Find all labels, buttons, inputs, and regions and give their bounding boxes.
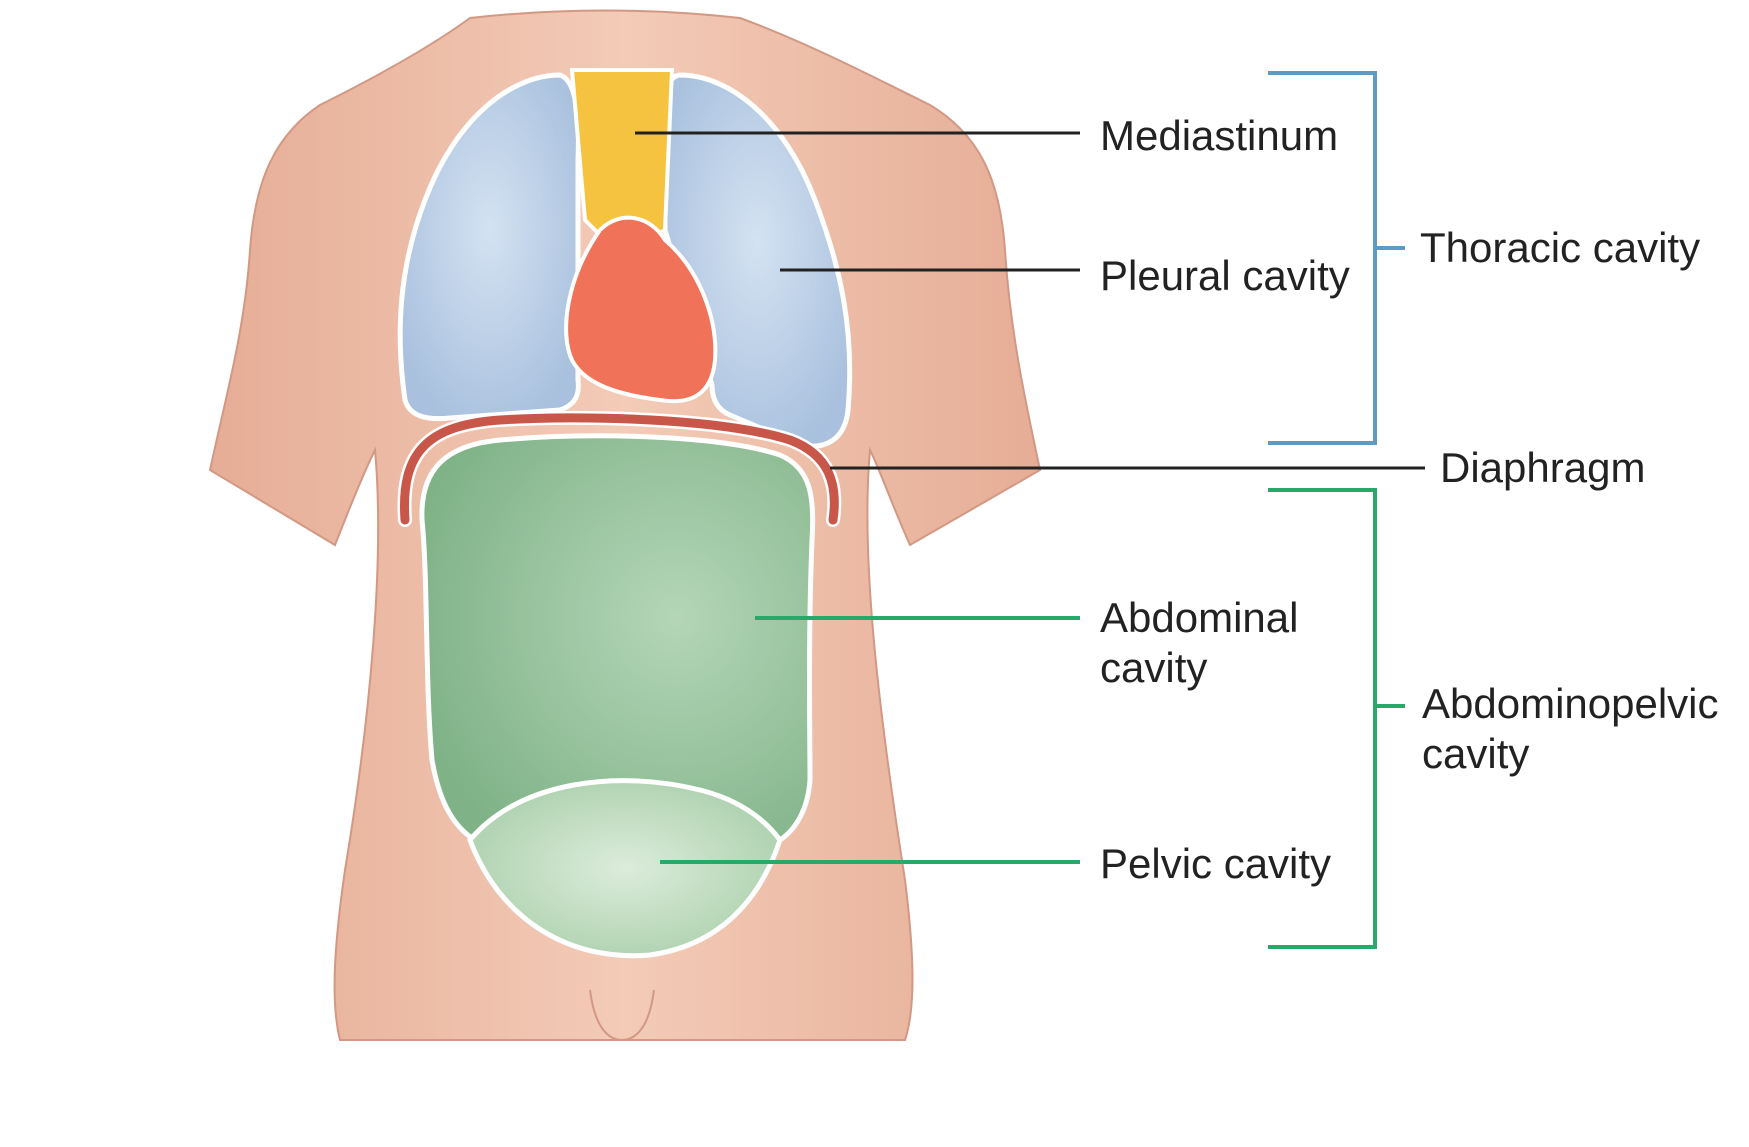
abdominal-cavity-region [419, 433, 816, 843]
abdominopelvic-cavity-label-line1: Abdominopelvic [1422, 680, 1719, 727]
abdominal-cavity-label-line2: cavity [1100, 644, 1207, 691]
groin-outline [589, 989, 655, 1042]
thoracic-bracket [1268, 71, 1405, 445]
pleural-cavity-label: Pleural cavity [1100, 252, 1350, 299]
pelvic-cavity-label: Pelvic cavity [1100, 840, 1331, 887]
mediastinum-label: Mediastinum [1100, 112, 1338, 159]
abdominopelvic-cavity-label-line2: cavity [1422, 730, 1529, 777]
abdominal-cavity-label-line1: Abdominal [1100, 594, 1298, 641]
diaphragm-muscle [399, 413, 839, 525]
abdominopelvic-bracket [1268, 488, 1405, 949]
thoracic-cavity-label: Thoracic cavity [1420, 224, 1700, 271]
diaphragm-label: Diaphragm [1440, 444, 1645, 491]
heart [564, 215, 718, 404]
pelvic-cavity-region [467, 778, 783, 959]
